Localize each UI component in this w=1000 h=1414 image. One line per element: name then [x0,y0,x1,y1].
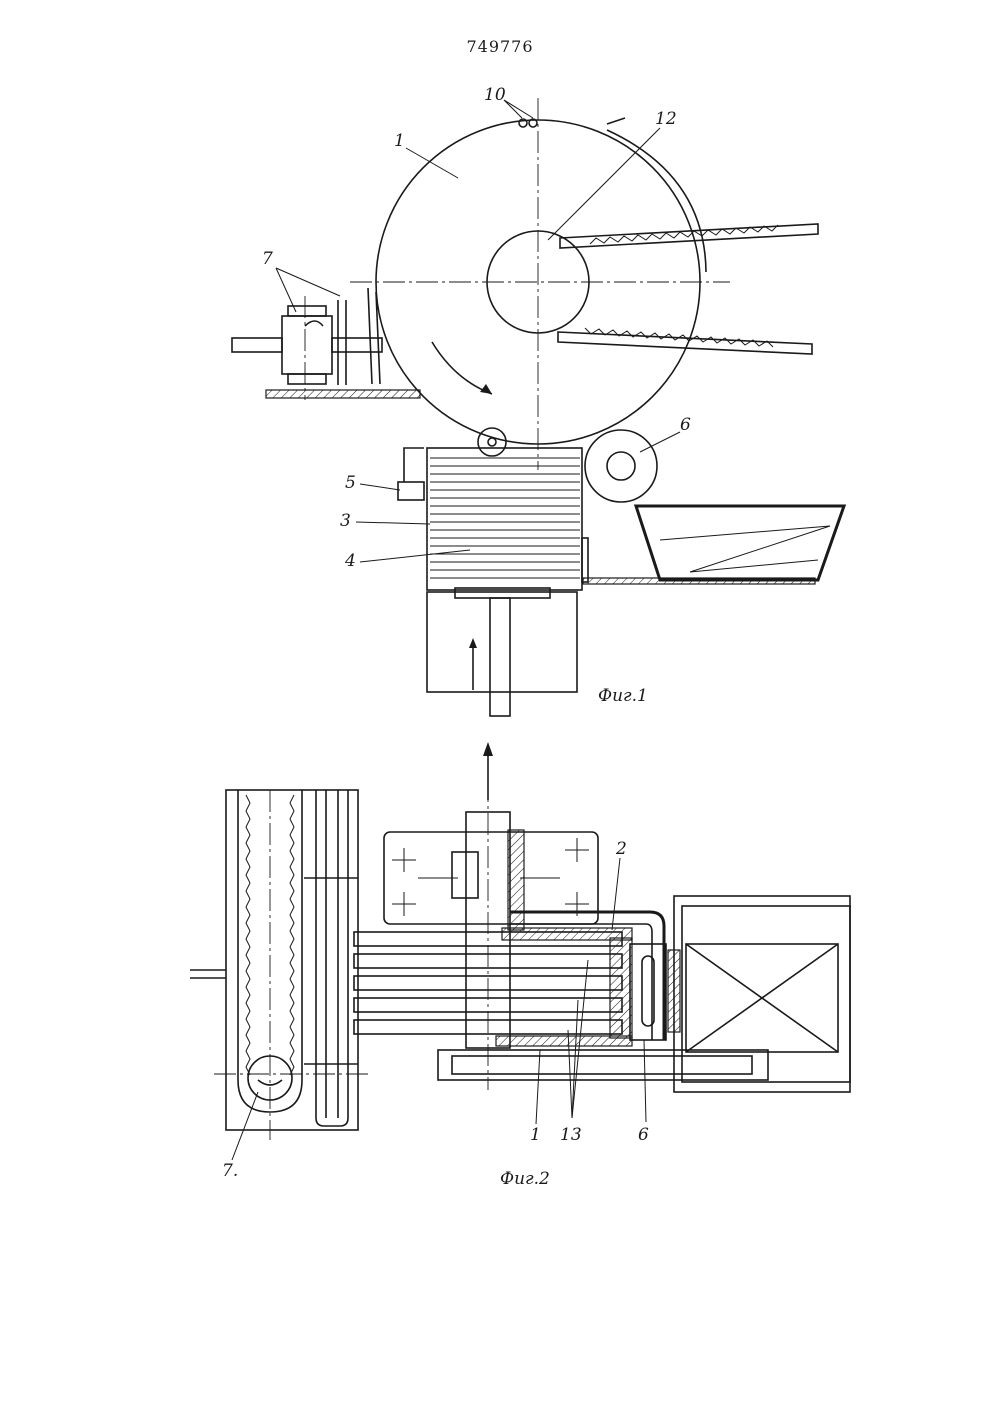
figure-2-caption: Фиг.2 [500,1169,550,1189]
label-4: 4 [344,551,356,571]
label-1: 1 [394,131,405,151]
gearbox [674,896,850,1092]
label-6: 6 [638,1125,649,1145]
label-7: 7. [222,1161,238,1181]
pressure-roller [478,428,506,456]
label-2: 2 [615,839,627,859]
magazine [427,448,582,590]
label-7: 7 [262,249,273,269]
piston-rod [490,598,510,716]
sheet-stack [430,458,580,578]
label-12: 12 [655,109,677,129]
shaft [232,338,282,352]
sensor-5 [398,482,424,500]
collection-tray [636,506,844,580]
label-6: 6 [680,415,691,435]
lift-cylinder [427,592,577,692]
label-13: 13 [560,1125,582,1145]
label-3: 3 [340,511,351,531]
figure-1: 10 1 12 7 6 5 3 4 Фиг.1 [232,85,844,716]
label-5: 5 [345,473,356,493]
base-rail [438,1050,768,1080]
rotation-arrow [432,342,492,394]
guard-arc [607,130,706,272]
motor-housing [384,832,598,924]
patent-number: 749776 [466,37,533,56]
figure-2: 2 1 13 6 7. Фиг.2 [190,742,850,1189]
label-1: 1 [530,1125,541,1145]
base-plate [266,390,420,398]
figure-1-caption: Фиг.1 [598,686,648,706]
roller-6 [585,430,657,502]
label-10: 10 [484,85,506,105]
